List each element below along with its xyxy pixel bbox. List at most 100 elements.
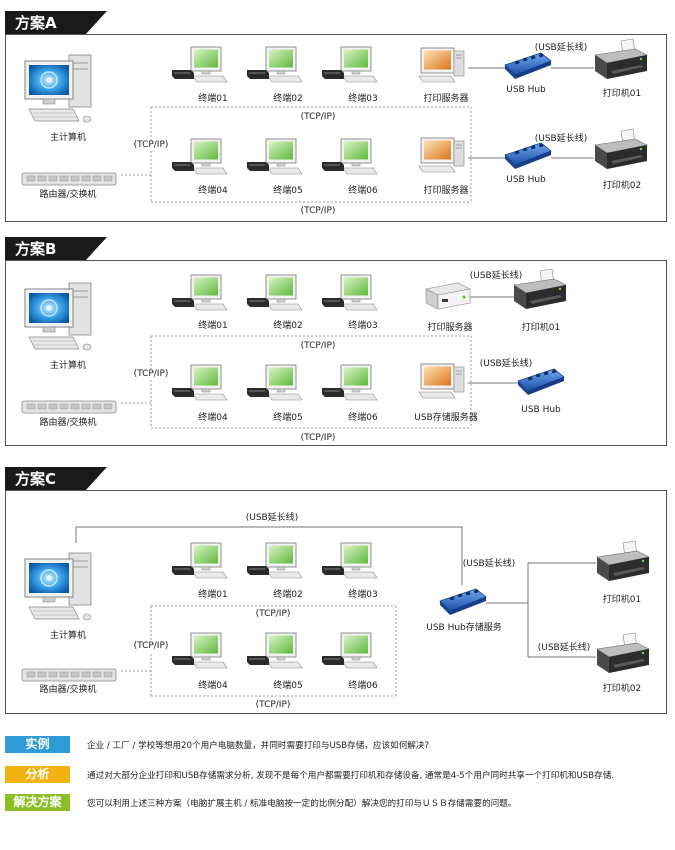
usb-ext-label: (USB延长线)	[469, 271, 523, 281]
usb-hub-icon	[516, 367, 566, 397]
scheme-b-panel: 主计算机 路由器/交换机 (TCP/IP) 终端01 终端02 终端03 打印服…	[5, 260, 667, 446]
tcpip-label: (TCP/IP)	[133, 641, 169, 652]
router-label: 路由器/交换机	[39, 190, 97, 200]
terminal-icon	[246, 45, 306, 85]
terminal-label: 终端04	[198, 186, 228, 196]
print-server-icon	[411, 135, 471, 175]
terminal-label: 终端04	[198, 681, 228, 691]
tcpip-label: (TCP/IP)	[133, 369, 169, 380]
scheme-c-header: 方案C	[5, 467, 115, 491]
terminal-label: 终端06	[348, 413, 378, 423]
host-label: 主计算机	[49, 631, 87, 641]
usb-hub-icon	[438, 587, 488, 617]
host-label: 主计算机	[49, 133, 87, 143]
scheme-c-panel: 主计算机 路由器/交换机 (TCP/IP) (USB延长线) 终端01 终端02…	[5, 490, 667, 714]
tcpip-label: (TCP/IP)	[300, 206, 336, 217]
terminal-icon	[321, 273, 381, 313]
usb-storage-server-label: USB存储服务器	[414, 413, 478, 423]
solution-badge: 解决方案	[5, 794, 70, 811]
example-row: 实例 企业 / 工厂 / 学校等想用20个用户电脑数量，并同时需要打印与USB存…	[5, 736, 670, 754]
router-label: 路由器/交换机	[39, 418, 97, 428]
print-server-label: 打印服务器	[423, 186, 469, 196]
printer-label: 打印机01	[602, 595, 642, 605]
terminal-label: 终端02	[273, 94, 303, 104]
print-server-label: 打印服务器	[423, 94, 469, 104]
usb-hub-label: USB Hub	[506, 175, 546, 185]
scheme-b-header: 方案B	[5, 237, 115, 261]
example-text: 企业 / 工厂 / 学校等想用20个用户电脑数量，并同时需要打印与USB存储，应…	[87, 741, 430, 751]
terminal-icon	[171, 45, 231, 85]
terminal-icon	[171, 137, 231, 177]
terminal-label: 终端02	[273, 590, 303, 600]
terminal-label: 终端06	[348, 681, 378, 691]
analysis-row: 分析 通过对大部分企业打印和USB存储需求分析, 发现不是每个用户都需要打印机和…	[5, 766, 670, 784]
usb-ext-label: (USB延长线)	[479, 359, 533, 369]
terminal-label: 终端01	[198, 321, 228, 331]
usb-hub-label: USB Hub	[521, 405, 561, 415]
scheme-a-title: 方案A	[5, 11, 85, 35]
usb-ext-label: (USB延长线)	[537, 643, 591, 653]
usb-hub-icon	[503, 51, 553, 81]
terminal-label: 终端01	[198, 590, 228, 600]
terminal-icon	[246, 541, 306, 581]
usb-ext-label: (USB延长线)	[245, 513, 299, 524]
tcpip-label: (TCP/IP)	[300, 341, 336, 352]
terminal-icon	[171, 631, 231, 671]
printer-label: 打印机01	[521, 323, 561, 333]
usb-hub-icon	[503, 141, 553, 171]
router-icon	[21, 667, 117, 683]
terminal-label: 终端05	[273, 413, 303, 423]
terminal-icon	[246, 137, 306, 177]
terminal-icon	[246, 631, 306, 671]
host-computer-icon	[21, 549, 101, 629]
router-icon	[21, 171, 117, 187]
print-server-label: 打印服务器	[427, 323, 473, 333]
terminal-label: 终端01	[198, 94, 228, 104]
terminal-label: 终端05	[273, 186, 303, 196]
terminal-icon	[321, 541, 381, 581]
terminal-icon	[321, 631, 381, 671]
terminal-icon	[321, 45, 381, 85]
printer-label: 打印机01	[602, 89, 642, 99]
usb-ext-label: (USB延长线)	[534, 134, 588, 144]
tcpip-label: (TCP/IP)	[300, 433, 336, 444]
solution-text: 您可以利用上述三种方案（电脑扩展主机 / 标准电脑按一定的比例分配）解决您的打印…	[87, 799, 517, 809]
notes-section: 实例 企业 / 工厂 / 学校等想用20个用户电脑数量，并同时需要打印与USB存…	[5, 736, 670, 816]
scheme-a-connectors	[121, 67, 594, 203]
usb-ext-label: (USB延长线)	[534, 43, 588, 53]
printer-icon	[591, 37, 651, 83]
terminal-label: 终端02	[273, 321, 303, 331]
print-server-icon	[411, 45, 471, 85]
terminal-icon	[321, 363, 381, 403]
printer-icon	[593, 539, 653, 585]
analysis-badge: 分析	[5, 766, 70, 783]
scheme-a-panel: 主计算机 路由器/交换机 (TCP/IP) 终端01 终端02 终端03 打印服…	[5, 34, 667, 222]
printer-icon	[591, 127, 651, 173]
terminal-label: 终端03	[348, 94, 378, 104]
terminal-icon	[246, 273, 306, 313]
host-computer-icon	[21, 279, 101, 359]
terminal-icon	[171, 273, 231, 313]
example-badge: 实例	[5, 736, 70, 753]
usb-ext-label: (USB延长线)	[462, 559, 516, 569]
scheme-c-title: 方案C	[5, 467, 85, 491]
tcpip-label: (TCP/IP)	[133, 140, 169, 151]
printer-label: 打印机02	[602, 181, 642, 191]
terminal-icon	[171, 363, 231, 403]
tcpip-label: (TCP/IP)	[300, 112, 336, 123]
scheme-a-header: 方案A	[5, 11, 115, 35]
scheme-b-connectors	[121, 296, 521, 429]
usb-hub-storage-label: USB Hub存储服务	[426, 623, 502, 633]
router-label: 路由器/交换机	[39, 685, 97, 695]
tcpip-label: (TCP/IP)	[255, 700, 291, 711]
terminal-icon	[171, 541, 231, 581]
usb-hub-label: USB Hub	[506, 85, 546, 95]
terminal-label: 终端03	[348, 590, 378, 600]
host-computer-icon	[21, 51, 101, 131]
solution-row: 解决方案 您可以利用上述三种方案（电脑扩展主机 / 标准电脑按一定的比例分配）解…	[5, 794, 670, 812]
router-icon	[21, 399, 117, 415]
tcpip-label: (TCP/IP)	[255, 609, 291, 620]
printer-icon	[593, 631, 653, 677]
printer-label: 打印机02	[602, 684, 642, 694]
terminal-label: 终端06	[348, 186, 378, 196]
